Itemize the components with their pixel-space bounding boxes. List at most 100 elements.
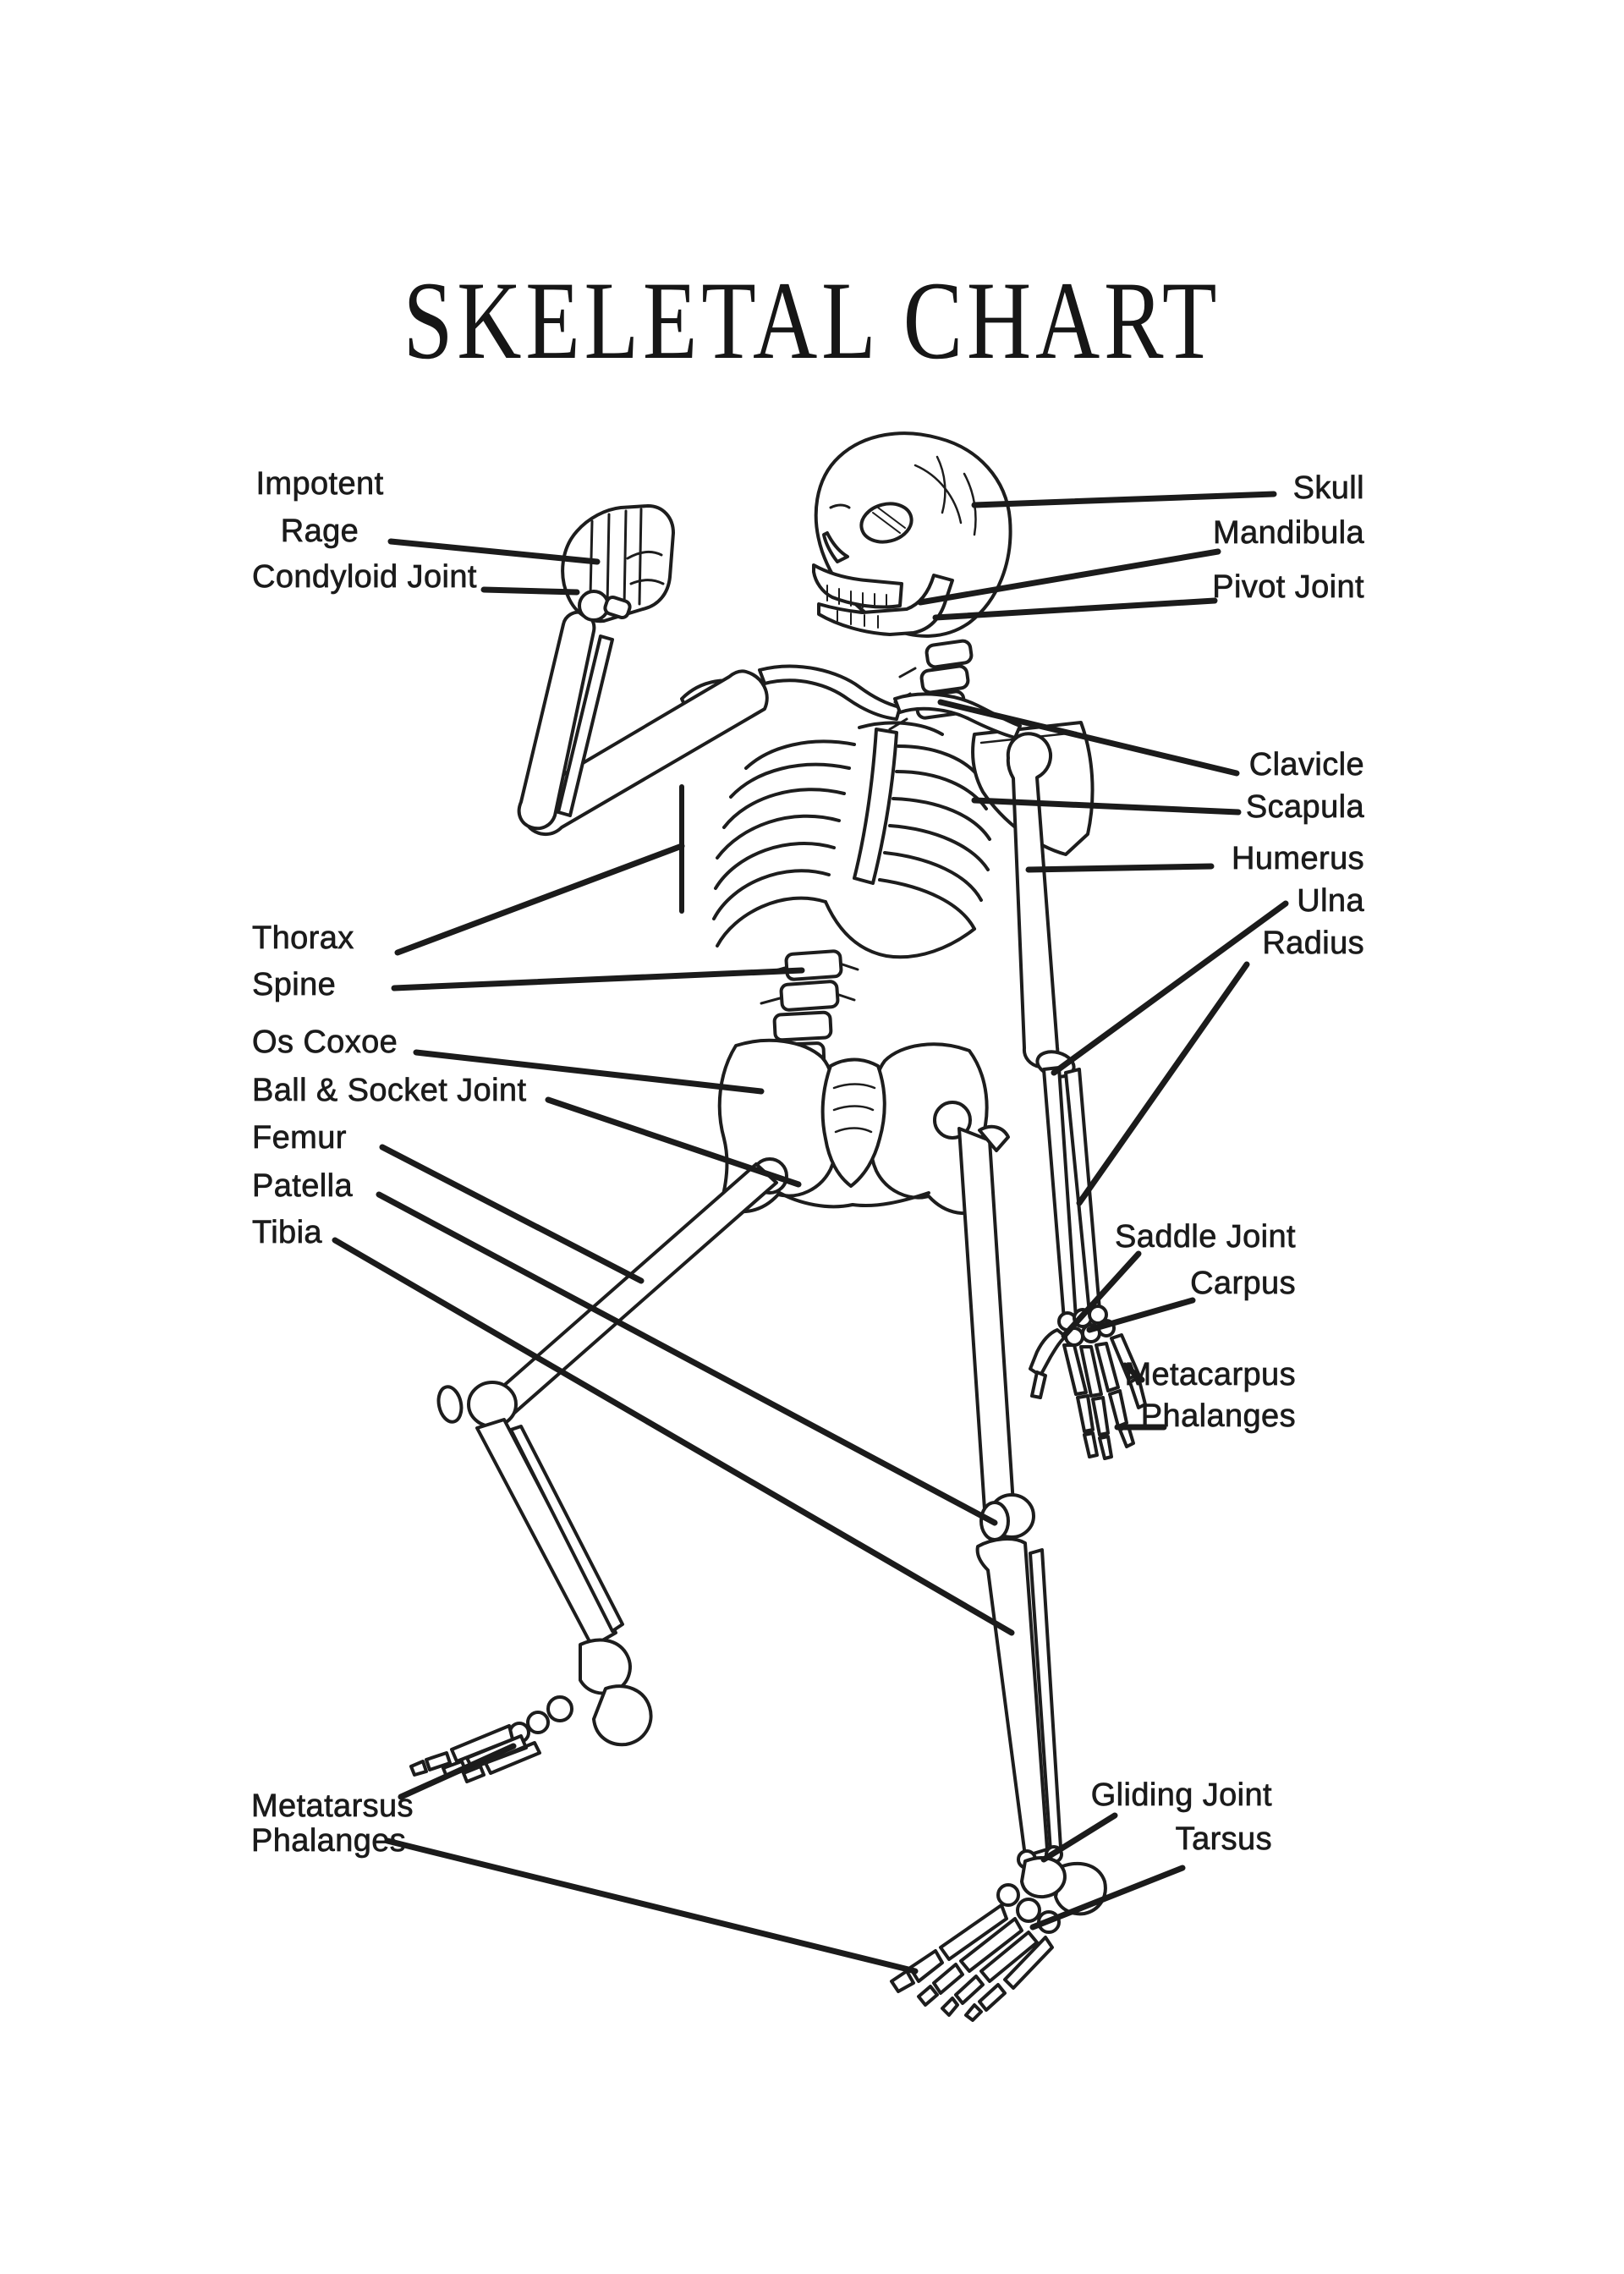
label-text: Ball & Socket Joint bbox=[252, 1073, 527, 1109]
label-text: Patella bbox=[252, 1168, 353, 1205]
phalanges-right-foot bbox=[890, 1949, 1007, 2022]
label-text: Rage bbox=[280, 514, 359, 550]
metatarsus-right-foot bbox=[939, 1903, 1054, 1990]
label-humerus: Humerus bbox=[1232, 835, 1364, 882]
ribcage bbox=[712, 721, 991, 959]
label-text: Phalanges bbox=[1140, 1398, 1296, 1435]
label-condyloid-joint: Condyloid Joint bbox=[252, 553, 477, 601]
leader-line-condyloid-joint bbox=[480, 586, 580, 596]
sternum bbox=[853, 728, 898, 885]
thumb-right bbox=[1029, 1328, 1067, 1377]
label-ball-socket-joint: Ball & Socket Joint bbox=[252, 1067, 527, 1114]
leader-line-os-coxoe bbox=[413, 1049, 765, 1095]
talus-right bbox=[1020, 1856, 1067, 1899]
label-text: Scapula bbox=[1245, 789, 1364, 826]
leg-right bbox=[890, 1101, 1107, 2022]
patella-left bbox=[436, 1385, 464, 1424]
label-text: Thorax bbox=[252, 920, 354, 957]
label-text: Femur bbox=[252, 1120, 347, 1156]
label-thorax: Thorax bbox=[252, 915, 354, 962]
phalanges-left-foot bbox=[409, 1751, 486, 1783]
leader-line-tarsus bbox=[1029, 1865, 1186, 1931]
label-tibia: Tibia bbox=[252, 1209, 322, 1256]
label-clavicle: Clavicle bbox=[1248, 741, 1364, 788]
foot-right bbox=[890, 1856, 1107, 2022]
label-text: Humerus bbox=[1232, 841, 1364, 877]
skull bbox=[812, 431, 1012, 638]
leader-line-saddle-joint bbox=[1061, 1250, 1142, 1339]
femur-left-condyle bbox=[467, 1381, 518, 1428]
label-text: Skull bbox=[1292, 470, 1364, 507]
femur-left-bone bbox=[492, 1162, 778, 1416]
label-text: Spine bbox=[252, 967, 337, 1003]
label-saddle-joint: Saddle Joint bbox=[1115, 1213, 1296, 1261]
label-metatarsus: Metatarsus bbox=[251, 1782, 414, 1830]
label-text: Impotent bbox=[255, 466, 384, 503]
label-text: Pivot Joint bbox=[1212, 569, 1364, 606]
label-metacarpus: Metacarpus bbox=[1124, 1351, 1296, 1398]
leader-line-humerus bbox=[1025, 863, 1215, 873]
leg-left bbox=[409, 1157, 788, 1783]
label-gliding-joint: Gliding Joint bbox=[1090, 1771, 1272, 1819]
clavicle-left-bone bbox=[758, 664, 902, 721]
leader-line-pivot-joint bbox=[932, 597, 1218, 621]
label-text: Metatarsus bbox=[251, 1788, 414, 1825]
label-os-coxoe: Os Coxoe bbox=[252, 1019, 398, 1066]
leader-line-patella bbox=[376, 1191, 998, 1526]
calcaneus-left bbox=[592, 1684, 653, 1747]
label-text: Tibia bbox=[252, 1215, 322, 1251]
mandible bbox=[817, 574, 954, 636]
foot-left bbox=[409, 1638, 653, 1783]
metacarpus-right bbox=[1062, 1333, 1140, 1398]
label-spine: Spine bbox=[252, 961, 337, 1008]
leader-line-radius bbox=[1076, 961, 1250, 1206]
radius-left-bone bbox=[557, 634, 614, 817]
label-phalanges-hand: Phalanges bbox=[1140, 1392, 1296, 1440]
label-text: Tarsus bbox=[1175, 1821, 1272, 1858]
leader-line-metacarpus bbox=[1122, 1362, 1145, 1383]
label-text: Condyloid Joint bbox=[252, 559, 477, 596]
label-text: Gliding Joint bbox=[1090, 1777, 1272, 1814]
label-patella: Patella bbox=[252, 1162, 353, 1210]
leader-line-thorax bbox=[394, 843, 685, 956]
leader-line-ball-socket-joint bbox=[545, 1096, 802, 1188]
leader-line-ulna bbox=[1051, 900, 1289, 1076]
leader-lines bbox=[332, 491, 1289, 1975]
leader-line-metatarsus bbox=[398, 1743, 517, 1800]
femur-right-bone bbox=[957, 1127, 1015, 1511]
label-text: Os Coxoe bbox=[252, 1024, 398, 1061]
label-text: Metacarpus bbox=[1124, 1357, 1296, 1393]
label-text: Clavicle bbox=[1248, 747, 1364, 783]
label-femur: Femur bbox=[252, 1114, 347, 1162]
label-mandibula: Mandibula bbox=[1213, 509, 1364, 557]
maxilla bbox=[812, 563, 903, 609]
label-scapula: Scapula bbox=[1246, 783, 1364, 831]
label-text: Radius bbox=[1262, 926, 1364, 962]
leader-line-tibia bbox=[332, 1237, 1015, 1636]
leader-line-mandibula bbox=[917, 548, 1221, 606]
label-text: Carpus bbox=[1190, 1266, 1296, 1302]
label-text: Saddle Joint bbox=[1115, 1219, 1296, 1255]
leader-line-spine bbox=[391, 967, 805, 991]
label-tarsus: Tarsus bbox=[1175, 1815, 1272, 1863]
label-radius: Radius bbox=[1262, 920, 1364, 967]
arm-right bbox=[1006, 732, 1147, 1460]
humerus-right-bone bbox=[1006, 732, 1060, 1069]
page-title: SKELETAL CHART bbox=[403, 258, 1221, 382]
label-carpus: Carpus bbox=[1190, 1260, 1296, 1307]
label-text: Mandibula bbox=[1213, 515, 1364, 552]
sacrum bbox=[820, 1057, 886, 1188]
leader-line-impotent-rage bbox=[387, 538, 601, 565]
leader-line-skull bbox=[971, 491, 1277, 508]
leader-line-carpus bbox=[1086, 1297, 1196, 1333]
fist-left bbox=[561, 504, 675, 623]
label-text: Phalanges bbox=[251, 1823, 407, 1859]
label-pivot-joint: Pivot Joint bbox=[1212, 563, 1364, 611]
leader-line-phalanges-foot bbox=[384, 1837, 919, 1975]
phalanges-right-hand bbox=[1076, 1376, 1147, 1460]
leader-line-clavicle bbox=[937, 699, 1240, 777]
nasal-opening bbox=[822, 531, 849, 563]
